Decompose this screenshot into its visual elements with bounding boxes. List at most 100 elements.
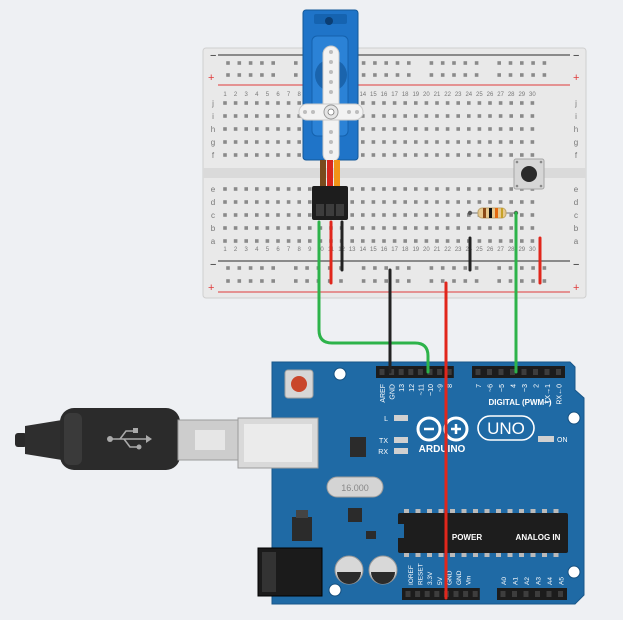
breadboard-hole[interactable]	[361, 127, 365, 131]
usb-cable[interactable]	[15, 408, 241, 470]
breadboard-hole[interactable]	[520, 127, 524, 131]
breadboard-hole[interactable]	[424, 239, 429, 243]
breadboard-hole[interactable]	[392, 140, 397, 144]
breadboard-hole[interactable]	[276, 226, 280, 230]
breadboard-hole[interactable]	[308, 187, 312, 191]
breadboard-hole[interactable]	[265, 114, 270, 118]
rail-hole[interactable]	[474, 279, 479, 283]
breadboard-hole[interactable]	[520, 239, 524, 243]
breadboard-hole[interactable]	[297, 239, 301, 243]
rail-hole[interactable]	[271, 279, 275, 283]
breadboard-hole[interactable]	[244, 187, 248, 191]
breadboard-hole[interactable]	[403, 114, 407, 118]
breadboard-hole[interactable]	[509, 187, 513, 191]
rail-hole[interactable]	[361, 279, 366, 283]
breadboard-hole[interactable]	[371, 114, 376, 118]
header-pin[interactable]	[523, 591, 529, 597]
breadboard-hole[interactable]	[265, 213, 270, 217]
breadboard-hole[interactable]	[276, 114, 280, 118]
breadboard-hole[interactable]	[488, 140, 492, 144]
breadboard-hole[interactable]	[467, 200, 471, 204]
breadboard-hole[interactable]	[297, 127, 301, 131]
breadboard-hole[interactable]	[223, 101, 227, 105]
rail-hole[interactable]	[407, 73, 411, 77]
breadboard-hole[interactable]	[382, 239, 386, 243]
rail-hole[interactable]	[294, 266, 298, 270]
breadboard-hole[interactable]	[509, 226, 513, 230]
rail-hole[interactable]	[226, 279, 230, 283]
breadboard-hole[interactable]	[361, 213, 365, 217]
breadboard-hole[interactable]	[520, 101, 524, 105]
breadboard-hole[interactable]	[435, 101, 439, 105]
breadboard-hole[interactable]	[276, 127, 280, 131]
breadboard-hole[interactable]	[255, 239, 259, 243]
rail-hole[interactable]	[373, 73, 377, 77]
rail-hole[interactable]	[508, 73, 513, 77]
breadboard-hole[interactable]	[286, 114, 291, 118]
breadboard-hole[interactable]	[265, 127, 270, 131]
breadboard-hole[interactable]	[276, 213, 280, 217]
breadboard-hole[interactable]	[392, 187, 397, 191]
breadboard-hole[interactable]	[265, 153, 270, 157]
breadboard-hole[interactable]	[223, 140, 227, 144]
breadboard-hole[interactable]	[498, 200, 503, 204]
breadboard-hole[interactable]	[371, 101, 376, 105]
breadboard-hole[interactable]	[414, 239, 418, 243]
breadboard-hole[interactable]	[371, 140, 376, 144]
breadboard-hole[interactable]	[445, 114, 450, 118]
breadboard-hole[interactable]	[350, 200, 354, 204]
rail-hole[interactable]	[384, 73, 388, 77]
header-pin[interactable]	[417, 369, 423, 375]
breadboard-hole[interactable]	[233, 239, 238, 243]
breadboard-hole[interactable]	[424, 101, 429, 105]
breadboard-hole[interactable]	[498, 127, 503, 131]
breadboard-hole[interactable]	[382, 127, 386, 131]
breadboard-hole[interactable]	[403, 140, 407, 144]
rail-hole[interactable]	[463, 73, 468, 77]
breadboard-hole[interactable]	[223, 226, 227, 230]
rail-hole[interactable]	[373, 266, 377, 270]
rail-hole[interactable]	[531, 266, 535, 270]
breadboard-hole[interactable]	[456, 187, 460, 191]
rail-hole[interactable]	[531, 61, 535, 65]
breadboard-hole[interactable]	[255, 140, 259, 144]
header-pin[interactable]	[463, 591, 469, 597]
breadboard-hole[interactable]	[255, 127, 259, 131]
breadboard-hole[interactable]	[392, 200, 397, 204]
rail-hole[interactable]	[339, 279, 343, 283]
breadboard-hole[interactable]	[435, 187, 439, 191]
header-pin[interactable]	[535, 591, 540, 597]
breadboard-hole[interactable]	[265, 200, 270, 204]
breadboard-hole[interactable]	[255, 187, 259, 191]
breadboard-hole[interactable]	[233, 226, 238, 230]
breadboard-hole[interactable]	[424, 213, 429, 217]
header-pin[interactable]	[558, 591, 563, 597]
breadboard-hole[interactable]	[424, 114, 429, 118]
breadboard-hole[interactable]	[424, 200, 429, 204]
breadboard-hole[interactable]	[530, 226, 535, 230]
rail-hole[interactable]	[440, 61, 445, 65]
breadboard-hole[interactable]	[509, 140, 513, 144]
rail-hole[interactable]	[531, 279, 535, 283]
breadboard-hole[interactable]	[233, 187, 238, 191]
rail-hole[interactable]	[248, 266, 253, 270]
header-pin[interactable]	[453, 591, 459, 597]
breadboard-hole[interactable]	[382, 200, 386, 204]
breadboard-hole[interactable]	[530, 239, 535, 243]
breadboard-hole[interactable]	[488, 101, 492, 105]
rail-hole[interactable]	[373, 279, 377, 283]
breadboard-hole[interactable]	[286, 101, 291, 105]
breadboard-hole[interactable]	[445, 213, 450, 217]
breadboard-hole[interactable]	[435, 239, 439, 243]
header-pin[interactable]	[475, 369, 481, 375]
breadboard-hole[interactable]	[403, 187, 407, 191]
breadboard-hole[interactable]	[233, 153, 238, 157]
breadboard-hole[interactable]	[392, 101, 397, 105]
breadboard-hole[interactable]	[456, 226, 460, 230]
breadboard-hole[interactable]	[435, 226, 439, 230]
breadboard-hole[interactable]	[297, 140, 301, 144]
breadboard-hole[interactable]	[467, 213, 471, 217]
breadboard-hole[interactable]	[414, 200, 418, 204]
breadboard-hole[interactable]	[286, 187, 291, 191]
breadboard-hole[interactable]	[233, 127, 238, 131]
